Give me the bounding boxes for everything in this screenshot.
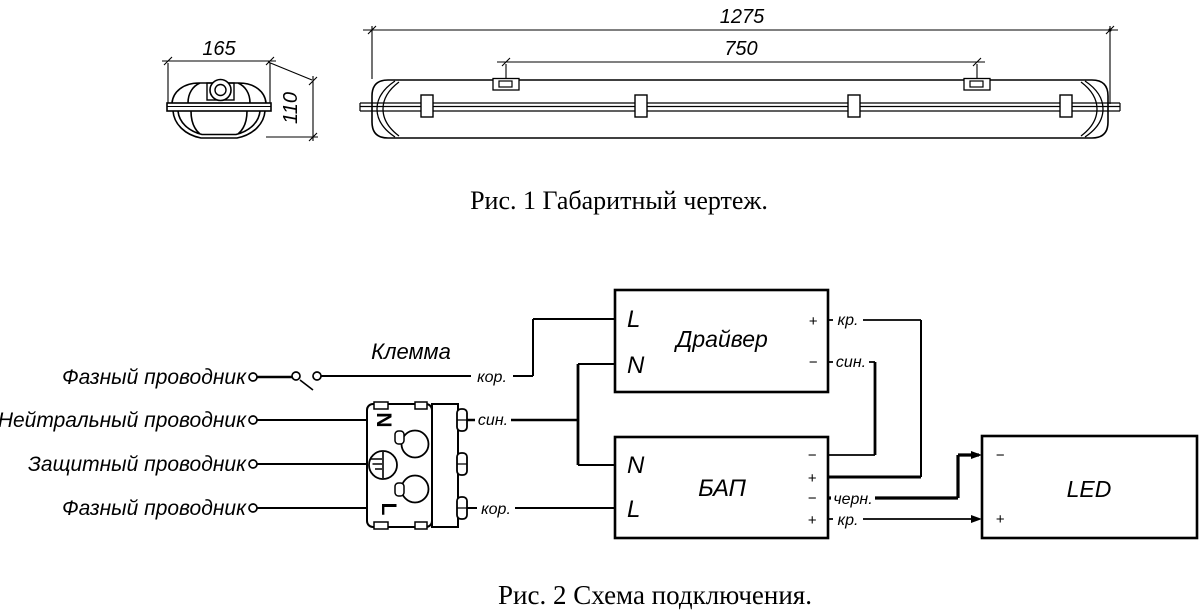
dimension-165: 165: [162, 38, 276, 103]
terminal-point-protective: [248, 459, 258, 469]
dimension-1275-value: 1275: [720, 6, 765, 28]
figure2-wiring-diagram: Фазный проводник Нейтральный проводник З…: [0, 288, 1199, 610]
wire-color-labels: кор. син. кор. кр. син. черн. кр.: [471, 312, 875, 529]
figure2-caption: Рис. 2 Схема подключения.: [498, 580, 812, 610]
dimension-750-value: 750: [724, 38, 757, 60]
terminal-lever-top: [400, 429, 430, 459]
driver-output-minus: −: [809, 354, 818, 371]
earth-symbol-icon: [368, 450, 398, 480]
label-terminal: Клемма: [371, 339, 451, 364]
terminal-lever-bottom: [400, 474, 430, 504]
wire-label-red-bap: кр.: [838, 512, 859, 529]
driver-title: Драйвер: [673, 326, 768, 352]
top-latch-right: [963, 77, 991, 91]
luminaire-long-view: 1275 750: [359, 6, 1121, 139]
bap-t2-plus: +: [808, 470, 817, 487]
switch-open: [248, 371, 322, 382]
driver-block: L N Драйвер + −: [613, 288, 830, 394]
wire-label-black-bap: черн.: [833, 491, 872, 508]
long-view-body: [371, 79, 1109, 139]
rail-clips: [420, 94, 1073, 118]
wire-label-red-driver: кр.: [838, 312, 859, 329]
dimension-110-value: 110: [280, 92, 302, 124]
figure1-dimensional-drawing: 165 110 1275: [162, 6, 1121, 215]
driver-input-l: L: [627, 306, 640, 333]
terminal-point-phase: [248, 503, 258, 513]
bap-block: N L БАП − + − +: [613, 435, 830, 540]
driver-output-plus: +: [809, 313, 818, 330]
driver-input-n: N: [627, 352, 645, 379]
end-view-bowl: [172, 110, 266, 139]
terminal-block-l-marking: L: [377, 503, 400, 516]
led-input-minus: −: [996, 447, 1005, 464]
led-title: LED: [1067, 476, 1112, 502]
top-latch-left: [492, 77, 520, 91]
arrow-into-led-plus: [971, 515, 982, 523]
label-protective-conductor: Защитный проводник: [28, 453, 247, 476]
switch-blade: [299, 379, 314, 391]
terminal-block-n-marking: N: [372, 412, 395, 427]
end-cap-seam-right: [1080, 80, 1104, 138]
wire-label-brown-mains: кор.: [477, 369, 507, 386]
dimension-165-value: 165: [202, 38, 236, 60]
led-block: − + LED: [980, 434, 1199, 540]
terminal-point-neutral: [248, 415, 258, 425]
bap-t3-minus: −: [808, 490, 817, 507]
arrow-into-led-minus: [971, 451, 982, 459]
bap-input-l: L: [627, 496, 640, 523]
bap-t1-minus: −: [808, 447, 817, 464]
wire-label-blue-terminal: син.: [478, 412, 508, 429]
cable-gland-outer: [209, 78, 232, 102]
dimension-1275: 1275: [363, 6, 1118, 104]
label-neutral-conductor: Нейтральный проводник: [0, 409, 247, 432]
end-cap-seam-left: [376, 80, 400, 138]
label-phase-conductor-top: Фазный проводник: [62, 366, 247, 389]
cable-gland-inner: [214, 83, 227, 97]
bap-t4-plus: +: [808, 512, 817, 529]
luminaire-end-view: 165 110: [162, 38, 318, 142]
wire-label-brown-terminal: кор.: [481, 501, 511, 518]
label-phase-conductor-bottom: Фазный проводник: [62, 497, 247, 520]
wire-label-blue-driver: син.: [836, 354, 866, 371]
mounting-rail: [359, 102, 1121, 112]
bap-title: БАП: [698, 475, 746, 502]
figure1-caption: Рис. 1 Габаритный чертеж.: [470, 186, 768, 215]
led-input-plus: +: [996, 511, 1005, 528]
bap-input-n: N: [627, 452, 645, 479]
dimension-750: 750: [497, 38, 985, 78]
wires: [257, 318, 982, 523]
terminal-block: N L: [366, 401, 468, 530]
dimension-110: 110: [266, 61, 318, 142]
